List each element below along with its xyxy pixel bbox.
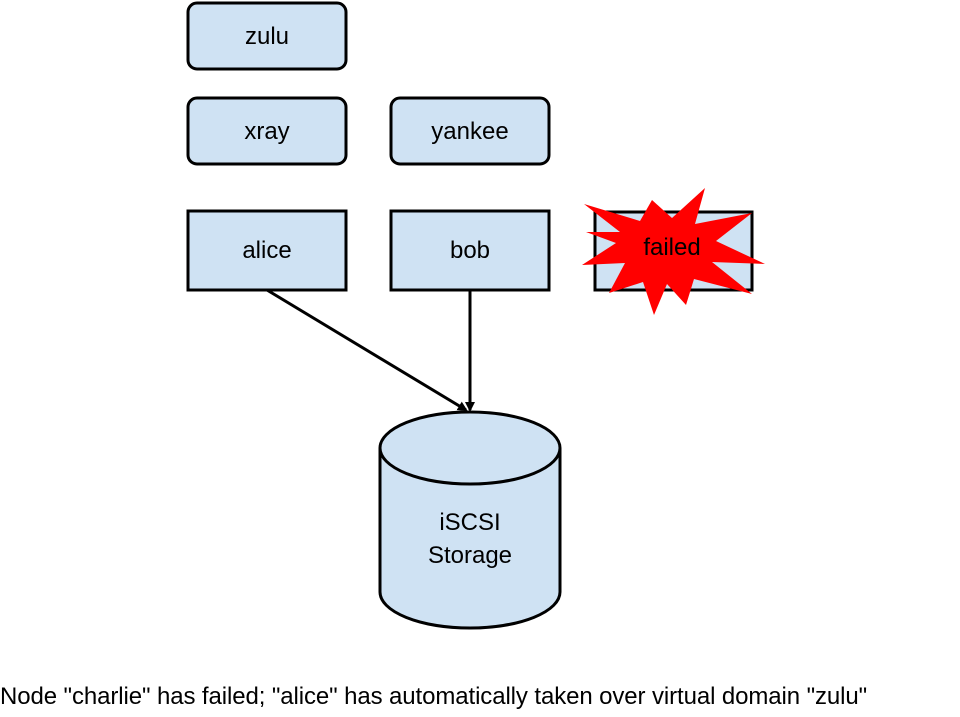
node-alice-label: alice <box>242 237 291 264</box>
storage-label-line1: iSCSI <box>439 509 500 536</box>
node-yankee: yankee <box>389 96 551 166</box>
storage-label-line2: Storage <box>428 542 512 569</box>
node-zulu-label: zulu <box>245 23 289 50</box>
node-charlie-failed: failed <box>582 188 765 315</box>
diagram-caption: Node "charlie" has failed; "alice" has a… <box>0 683 868 710</box>
failure-burst-icon <box>582 188 765 315</box>
node-alice: alice <box>186 209 348 292</box>
node-bob: bob <box>389 209 551 292</box>
edge-alice-to-storage <box>266 288 468 412</box>
node-zulu: zulu <box>186 1 348 71</box>
node-bob-label: bob <box>450 237 490 264</box>
node-xray: xray <box>186 96 348 166</box>
node-storage: iSCSI Storage <box>378 410 562 630</box>
node-charlie-label: failed <box>643 234 700 261</box>
node-xray-label: xray <box>244 118 289 145</box>
node-yankee-label: yankee <box>431 118 508 145</box>
